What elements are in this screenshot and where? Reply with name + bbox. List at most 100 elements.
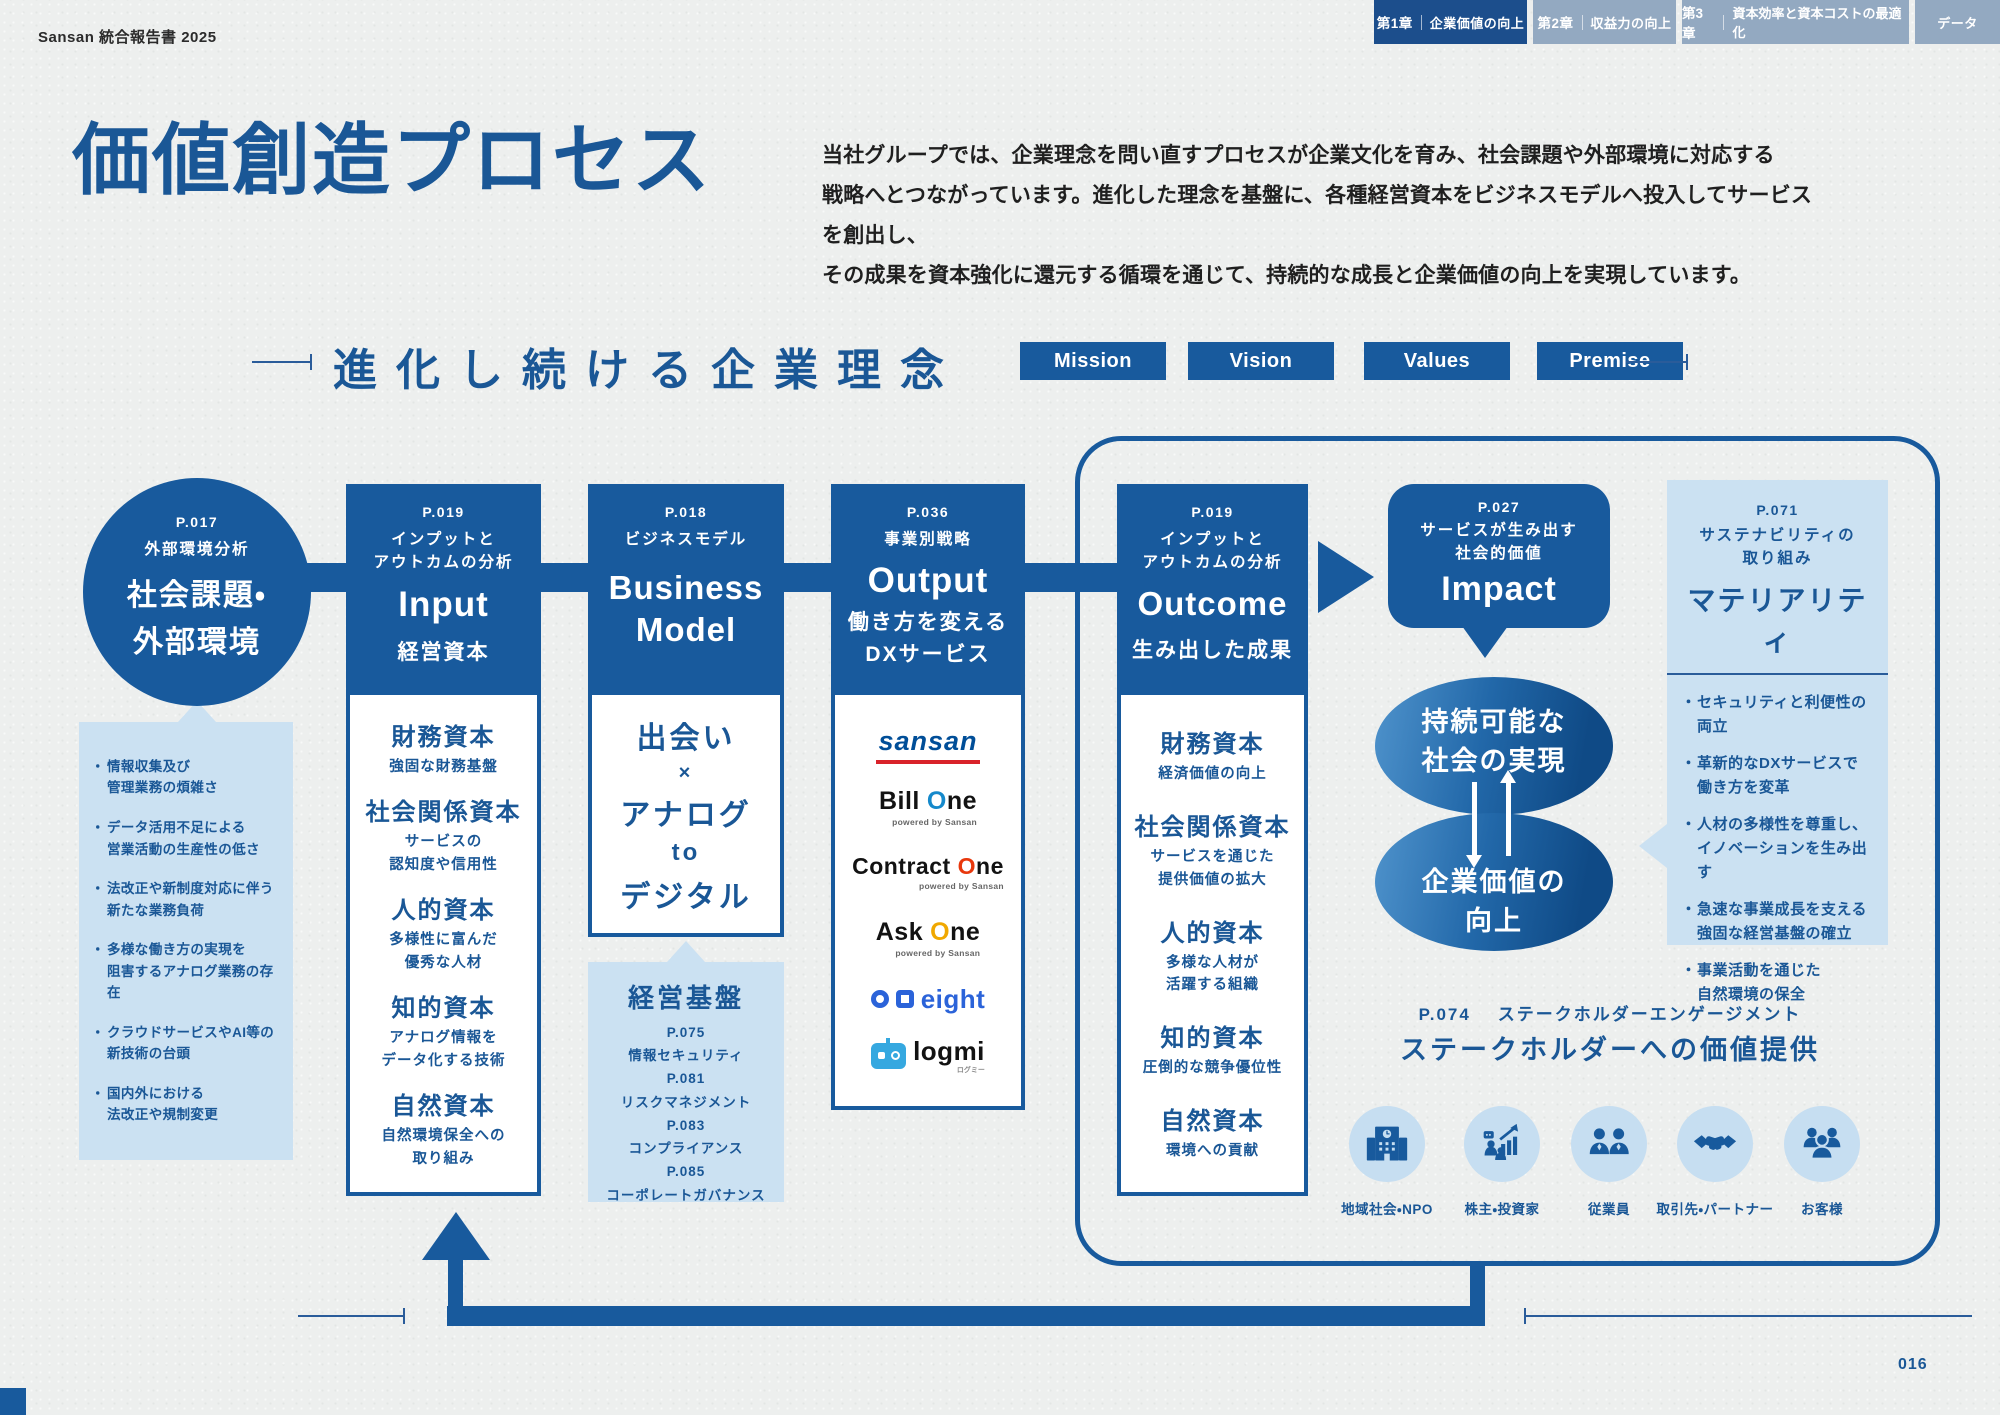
output-subtitle-line2: DXサービス [865, 642, 991, 666]
capital-item: 社会関係資本 サービスの認知度や信用性 [350, 792, 537, 876]
cycle-down-arrow-icon [1466, 782, 1482, 868]
external-issues-panel: 情報収集及び 管理業務の煩雑さ データ活用不足による 営業活動の生産性の低さ 法… [79, 722, 293, 1160]
connector-environment-input [300, 563, 348, 592]
stakeholder-circle-customers [1784, 1106, 1860, 1182]
outcome-category-line2: アウトカムの分析 [1142, 554, 1283, 572]
management-foundation-panel: 経営基盤 P.075 情報セキュリティ P.081 リスクマネジメント P.08… [588, 962, 784, 1203]
eight-square-icon [895, 990, 914, 1009]
businessmodel-category: ビジネスモデル [624, 531, 748, 548]
sustainable-society-ellipse: 持続可能な 社会の実現 [1375, 677, 1613, 815]
intro-line-2: 戦略へとつながっています。進化した理念を基盤に、各種経営資本をビジネスモデルへ投… [822, 184, 1813, 247]
powered-by-label: powered by Sansan [892, 817, 978, 828]
output-category: 事業別戦略 [884, 531, 972, 548]
impact-category-line1: サービスが生み出す [1420, 522, 1578, 539]
capital-item: 自然資本 自然環境保全への取り組み [350, 1086, 537, 1170]
nav-tab-chapter3[interactable]: 第3章 資本効率と資本コストの最適化 [1682, 0, 1909, 44]
page-number: 016 [1898, 1356, 1928, 1373]
capital-item: 知的資本 アナログ情報をデータ化する技術 [350, 988, 537, 1072]
stakeholder-category: ステークホルダーエンゲージメント [1497, 1005, 1802, 1024]
stakeholder-label-customers: お客様 [1801, 1202, 1843, 1217]
mission-button[interactable]: Mission [1020, 342, 1166, 380]
capital-desc: 多様性に富んだ優秀な人材 [389, 932, 498, 971]
nav-tab-chapter2-label: 収益力の向上 [1590, 15, 1672, 31]
people-group-icon [1803, 1127, 1841, 1160]
capital-desc: アナログ情報をデータ化する技術 [381, 1030, 506, 1069]
capital-item: 知的資本 圧倒的な競争優位性 [1121, 1018, 1304, 1079]
sansan-logo-underline [876, 760, 980, 765]
output-title: Output [867, 561, 989, 601]
nav-tab-divider [1420, 14, 1422, 30]
stakeholder-engagement-ref: P.074 ステークホルダーエンゲージメント [1160, 1000, 2000, 1025]
input-title: Input [398, 584, 489, 624]
capital-name: 社会関係資本 [365, 799, 522, 827]
feedback-arrowhead-icon [422, 1212, 490, 1260]
capital-item: 財務資本 経済価値の向上 [1121, 724, 1304, 785]
concept-line: アナログ [620, 798, 752, 832]
eight-circle-icon [870, 990, 889, 1009]
environment-circle: P.017 外部環境分析 社会課題・ 外部環境 [83, 478, 311, 706]
connector-output-outcome [1025, 563, 1117, 592]
materiality-category-line1: サステナビリティの [1699, 527, 1856, 544]
capital-desc: 自然環境保全への取り組み [381, 1128, 506, 1167]
two-people-icon [1589, 1128, 1629, 1155]
capital-name: 人的資本 [391, 897, 496, 925]
foundation-page-ref: P.085 [666, 1164, 706, 1180]
foundation-page-ref: P.083 [666, 1117, 706, 1133]
feedback-arrow-shaft [448, 1256, 463, 1326]
value-loop-container [1075, 436, 1940, 1266]
nav-tab-chapter3-label: 資本効率と資本コストの最適化 [1732, 6, 1902, 40]
issue-line: 国内外における [107, 1085, 205, 1101]
outcome-subtitle: 生み出した成果 [1132, 638, 1293, 662]
materiality-panel: P.071 サステナビリティの 取り組み マテリアリティ セキュリティと利便性の… [1667, 480, 1888, 1003]
feedback-arrow-bar [447, 1306, 1485, 1326]
handshake-icon [1693, 1135, 1737, 1150]
capital-item: 自然資本 環境への貢献 [1121, 1101, 1304, 1162]
businessmodel-column-header: P.018 ビジネスモデル Business Model [588, 484, 784, 691]
concept-line: × [678, 761, 694, 784]
capital-name: 人的資本 [1160, 919, 1265, 947]
environment-title-line1: 社会課題・ [126, 579, 268, 613]
issue-line: 法改正や新制度対応に伴う [107, 881, 274, 897]
feedback-arrow-drop [1470, 1263, 1485, 1311]
corporate-value-ellipse: 企業価値の 向上 [1375, 813, 1613, 951]
capital-desc: 圧倒的な競争優位性 [1142, 1060, 1283, 1077]
materiality-page-ref: P.071 [1756, 502, 1799, 518]
vision-button[interactable]: Vision [1188, 342, 1334, 380]
capital-desc: サービスを通じた提供価値の拡大 [1150, 849, 1275, 888]
cycle-up-arrow-icon [1500, 770, 1516, 856]
bottom-left-guide-tick [403, 1308, 405, 1324]
outcome-column-body: 財務資本 経済価値の向上 社会関係資本 サービスを通じた提供価値の拡大 人的資本… [1117, 691, 1308, 1196]
businessmodel-title-line2: Model [635, 610, 737, 648]
corner-accent [0, 1388, 26, 1415]
outcome-title: Outcome [1137, 584, 1288, 622]
input-category-line2: アウトカムの分析 [373, 554, 514, 572]
output-page-ref: P.036 [906, 504, 950, 520]
issue-line: クラウドサービスやAI等の [107, 1024, 275, 1040]
outcome-impact-arrow-icon [1318, 541, 1374, 613]
nav-tab-data[interactable]: データ [1915, 0, 2000, 44]
materiality-divider [1667, 672, 1888, 675]
capital-name: 財務資本 [391, 723, 496, 751]
values-button[interactable]: Values [1364, 342, 1510, 380]
issue-line: 法改正や規制変更 [107, 1107, 219, 1123]
materiality-pointer-icon [1639, 824, 1667, 868]
capital-desc: 経済価値の向上 [1158, 766, 1267, 783]
page-title: 価値創造プロセス [72, 116, 713, 204]
philosophy-left-guide-tick [310, 354, 312, 370]
intro-line-1: 当社グループでは、企業理念を問い直すプロセスが企業文化を育み、社会課題や外部環境… [822, 144, 1775, 167]
issue-line: 情報収集及び [107, 758, 191, 774]
powered-by-label: powered by Sansan [895, 947, 981, 958]
nav-tab-chapter1[interactable]: 第1章 企業価値の向上 [1374, 0, 1527, 44]
input-category-line1: インプットと [391, 531, 496, 548]
stakeholder-value-title: ステークホルダーへの価値提供 [1400, 1035, 1820, 1065]
issues-pointer-icon [178, 701, 216, 722]
environment-page-ref: P.017 [175, 514, 219, 530]
foundation-page-ref: P.075 [666, 1025, 706, 1040]
philosophy-right-guide-line [1626, 361, 1686, 363]
bottom-right-guide-line [1524, 1315, 1972, 1317]
nav-tab-divider [1723, 14, 1725, 30]
intro-line-3: その成果を資本強化に還元する循環を通じて、持続的な成長と企業価値の向上を実現して… [822, 264, 1752, 287]
nav-tab-chapter2[interactable]: 第2章 収益力の向上 [1533, 0, 1676, 44]
impact-page-ref: P.027 [1477, 499, 1521, 515]
